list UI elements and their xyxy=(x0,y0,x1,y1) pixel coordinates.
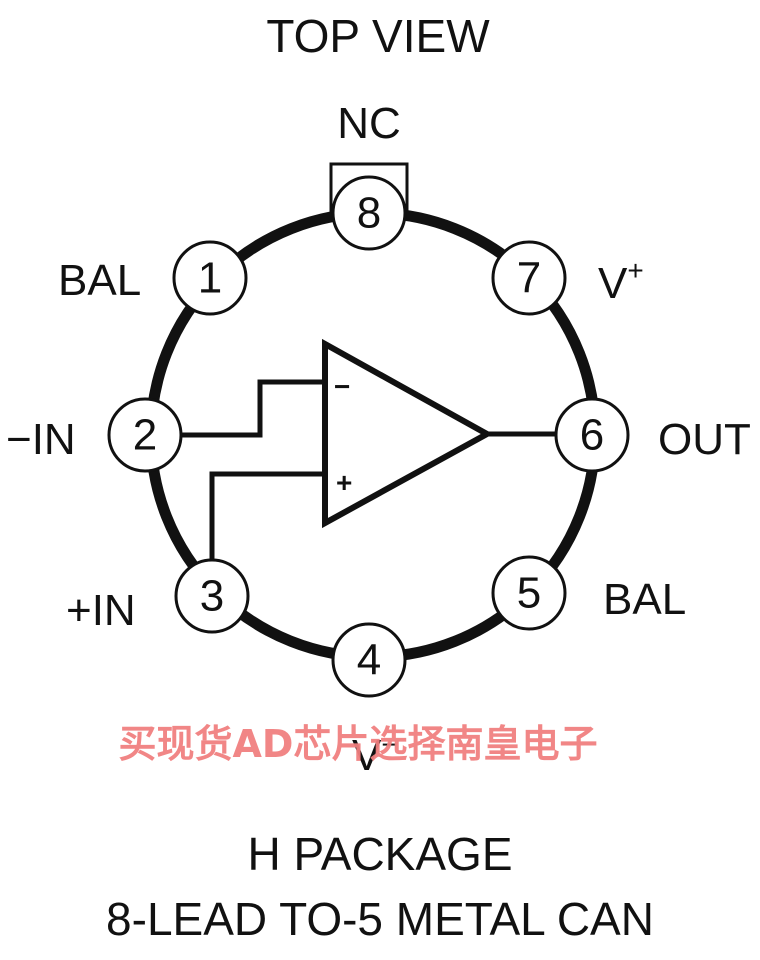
pin-6-number: 6 xyxy=(580,411,604,460)
pin-7-number: 7 xyxy=(517,254,541,303)
pin-5-number: 5 xyxy=(517,569,541,618)
pin-2-number: 2 xyxy=(133,411,157,460)
pin-5-label: BAL xyxy=(603,575,686,624)
pin-4-superscript: − xyxy=(381,729,397,760)
pin-6: 6 xyxy=(554,397,630,473)
pin-2-label: −IN xyxy=(6,415,76,464)
pin-8-label: NC xyxy=(337,99,401,148)
wire-plus-in xyxy=(209,471,325,560)
pin-7-label: V+ xyxy=(598,255,644,308)
pin-7-label-text: V xyxy=(598,259,628,308)
pin-2: 2 xyxy=(107,397,183,473)
pin-7-superscript: + xyxy=(627,255,643,286)
wire-minus-in xyxy=(180,379,325,438)
pin-7: 7 xyxy=(491,240,567,316)
pin-6-label: OUT xyxy=(658,415,751,464)
pin-3-number: 3 xyxy=(200,572,224,621)
pin-4-label-text: V xyxy=(352,731,382,780)
pin-8-number: 8 xyxy=(357,189,381,238)
package-name: H PACKAGE xyxy=(248,828,513,880)
pin-3: 3 xyxy=(174,558,250,634)
pin-4-label: V− xyxy=(352,729,398,780)
watermark-text: 买现货AD芯片选择南皇电子 xyxy=(119,722,598,766)
pin-8: 8 xyxy=(331,175,407,251)
pin-3-label: +IN xyxy=(66,586,136,635)
pin-1-number: 1 xyxy=(198,254,222,303)
pin-4-number: 4 xyxy=(357,636,381,685)
pin-1: 1 xyxy=(172,240,248,316)
opamp-symbol xyxy=(322,338,494,529)
pin-5: 5 xyxy=(491,555,567,631)
pin-4: 4 xyxy=(331,622,407,698)
pin-1-label: BAL xyxy=(58,256,141,305)
opamp-plus-sign: + xyxy=(336,467,352,498)
opamp-minus-sign: − xyxy=(334,371,350,402)
diagram-title: TOP VIEW xyxy=(266,10,490,62)
package-description: 8-LEAD TO-5 METAL CAN xyxy=(106,893,654,945)
